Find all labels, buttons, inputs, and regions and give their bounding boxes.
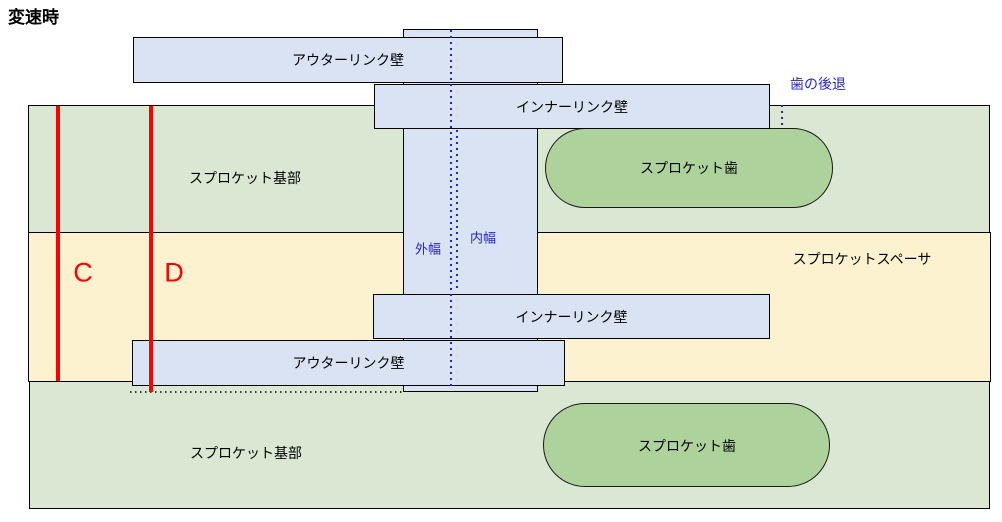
page-title: 変速時 (8, 8, 59, 27)
section-line-d (149, 106, 153, 392)
sprocket-base-bottom-region (29, 381, 990, 509)
sprocket-spacer-label: スプロケットスペーサ (792, 251, 932, 267)
outer-link-wall-top: アウターリンク壁 (133, 37, 563, 83)
sprocket-base-bottom-label: スプロケット基部 (190, 445, 302, 461)
sprocket-base-top-label: スプロケット基部 (189, 170, 301, 186)
outer-width-label: 外幅 (414, 241, 442, 257)
inner-link-wall-bottom-label: インナーリンク壁 (515, 308, 628, 325)
inner-link-wall-bottom: インナーリンク壁 (373, 294, 770, 339)
inner-width-guide-line (456, 130, 458, 292)
inner-link-wall-top: インナーリンク壁 (374, 84, 770, 129)
outer-link-wall-bottom: アウターリンク壁 (132, 340, 565, 386)
sprocket-tooth-bottom-label: スプロケット歯 (638, 438, 736, 454)
section-d-label: D (164, 257, 184, 288)
tooth-retreat-guide-line (781, 105, 783, 127)
tooth-retreat-label: 歯の後退 (790, 76, 846, 92)
sprocket-tooth-bottom-shape (543, 403, 830, 487)
sprocket-tooth-top-shape (545, 128, 833, 208)
inner-width-label: 内幅 (469, 230, 497, 246)
outer-link-wall-top-label: アウターリンク壁 (292, 52, 404, 68)
outer-link-bottom-edge-guide-line (130, 391, 402, 393)
outer-width-guide-line (450, 30, 452, 390)
section-c-label: C (73, 257, 93, 288)
sprocket-tooth-top-label: スプロケット歯 (640, 160, 738, 176)
inner-link-wall-top-label: インナーリンク壁 (516, 98, 628, 115)
section-line-c (56, 106, 60, 381)
outer-link-wall-bottom-label: アウターリンク壁 (292, 355, 405, 371)
